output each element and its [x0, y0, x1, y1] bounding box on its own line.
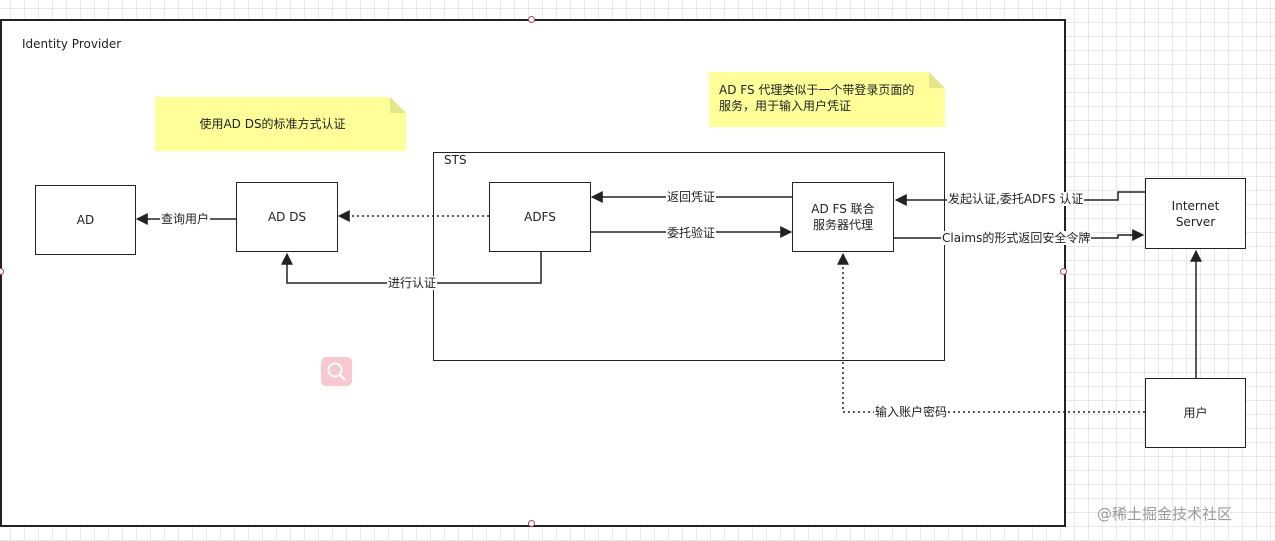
label-return-credentials: 返回凭证: [666, 190, 717, 204]
watermark: @稀土掘金技术社区: [1097, 505, 1233, 523]
node-internet-server-line2: Server: [1175, 214, 1216, 229]
note-proxy: AD FS 代理类似于一个带登录页面的 服务，用于输入用户凭证: [709, 72, 945, 127]
resize-handle-right[interactable]: [1060, 268, 1067, 275]
label-delegate-verify: 委托验证: [666, 226, 717, 240]
node-internet-server-line1: Internet: [1171, 198, 1220, 213]
resize-handle-left[interactable]: [0, 268, 4, 275]
note-standard-auth-text: 使用AD DS的标准方式认证: [199, 117, 346, 131]
note-proxy-line2: 服务，用于输入用户凭证: [719, 99, 852, 113]
search-icon[interactable]: [321, 357, 352, 386]
search-icon-glyph: [327, 362, 346, 381]
edge-enter-password: [837, 252, 1145, 413]
sts-label: STS: [444, 153, 467, 167]
label-claims-token: Claims的形式返回安全令牌: [941, 231, 1092, 245]
note-standard-auth: 使用AD DS的标准方式认证: [155, 97, 406, 151]
label-authenticate: 进行认证: [387, 276, 438, 290]
note-proxy-line1: AD FS 代理类似于一个带登录页面的: [719, 83, 915, 97]
node-ad[interactable]: AD: [35, 185, 136, 255]
node-adfs[interactable]: ADFS: [489, 182, 591, 252]
resize-handle-bottom[interactable]: [528, 520, 535, 527]
node-user[interactable]: 用户: [1145, 378, 1246, 448]
node-adfs-proxy-line1: AD FS 联合: [811, 202, 875, 216]
frame-title: Identity Provider: [22, 37, 122, 51]
label-enter-password: 输入账户密码: [874, 405, 949, 419]
node-adds[interactable]: AD DS: [236, 182, 338, 252]
node-adfs-proxy-line2: 服务器代理: [812, 218, 873, 232]
label-initiate-auth: 发起认证,委托ADFS 认证: [947, 192, 1085, 206]
label-query-user: 查询用户: [160, 212, 211, 226]
node-adfs-proxy[interactable]: AD FS 联合 服务器代理: [792, 182, 894, 252]
node-internet-server[interactable]: Internet Server: [1145, 178, 1246, 249]
sts-container: [433, 152, 945, 361]
resize-handle-top[interactable]: [528, 16, 535, 23]
